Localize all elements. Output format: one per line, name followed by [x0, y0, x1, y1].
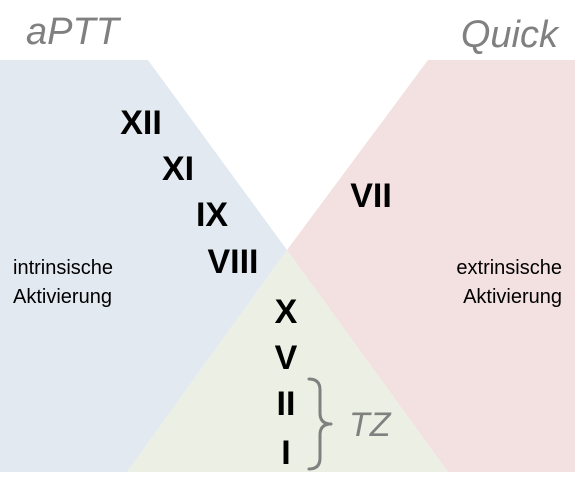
- factor-i: I: [281, 434, 290, 472]
- intrinsic-pathway-region: [0, 60, 287, 472]
- aptt-title: aPTT: [26, 11, 122, 53]
- factor-viii: VIII: [207, 243, 258, 281]
- quick-title: Quick: [461, 14, 560, 56]
- factor-vii: VII: [350, 177, 392, 215]
- factor-ii: II: [277, 385, 296, 423]
- intrinsic-label-line1: intrinsische: [13, 257, 113, 279]
- factor-ix: IX: [196, 196, 228, 234]
- extrinsic-label-line2: Aktivierung: [463, 286, 562, 308]
- extrinsic-pathway-region: [287, 60, 575, 472]
- factor-xi: XI: [162, 150, 194, 188]
- intrinsic-label-line2: Aktivierung: [13, 286, 112, 308]
- extrinsic-label-line1: extrinsische: [456, 257, 562, 279]
- factor-x: X: [275, 293, 298, 331]
- common-pathway-region: [127, 250, 448, 472]
- tz-label: TZ: [349, 406, 392, 444]
- factor-v: V: [275, 339, 298, 377]
- tz-curly-brace: [307, 377, 333, 471]
- factor-xii: XII: [120, 104, 162, 142]
